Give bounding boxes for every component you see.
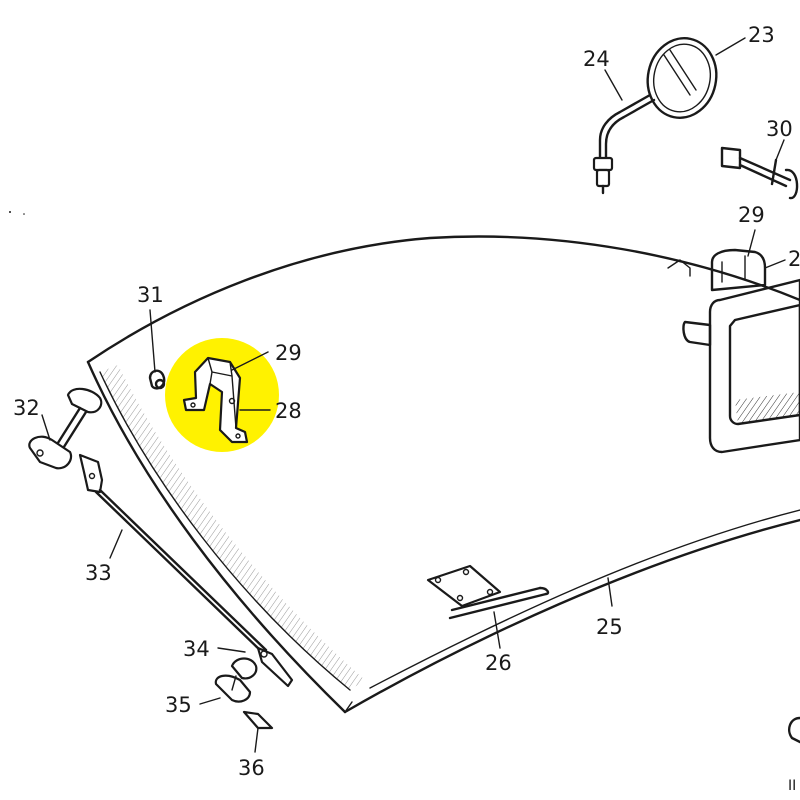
part-36 — [242, 710, 274, 730]
label-2-cut: 2 — [788, 247, 800, 271]
bracket-28-29 — [182, 356, 249, 444]
stray-mark — [23, 213, 25, 215]
label-29-top: 29 — [738, 203, 765, 227]
label-corner: II — [788, 778, 796, 794]
label-23: 23 — [748, 23, 775, 47]
part-31 — [148, 369, 166, 390]
label-29: 29 — [275, 341, 302, 365]
leader-lines — [41, 37, 786, 753]
hood-panel — [86, 235, 800, 714]
part-30 — [720, 146, 799, 200]
windscreen-frame — [667, 248, 800, 454]
label-26: 26 — [485, 651, 512, 675]
label-28: 28 — [275, 399, 302, 423]
label-34: 34 — [183, 637, 210, 661]
label-36: 36 — [238, 756, 265, 780]
label-25: 25 — [596, 615, 623, 639]
label-32: 32 — [13, 396, 40, 420]
part-33 — [78, 453, 294, 688]
part-32 — [28, 387, 103, 470]
stray-mark — [9, 211, 11, 213]
mirror-assembly — [592, 37, 718, 195]
cutoff-ring — [788, 716, 800, 744]
label-24: 24 — [583, 47, 610, 71]
label-35: 35 — [165, 693, 192, 717]
part-labels: 23 24 30 29 2 31 29 28 32 33 34 35 36 26… — [13, 23, 800, 794]
part-35 — [214, 657, 258, 703]
label-33: 33 — [85, 561, 112, 585]
label-31: 31 — [137, 283, 164, 307]
label-30: 30 — [766, 117, 793, 141]
part-26 — [426, 564, 550, 620]
